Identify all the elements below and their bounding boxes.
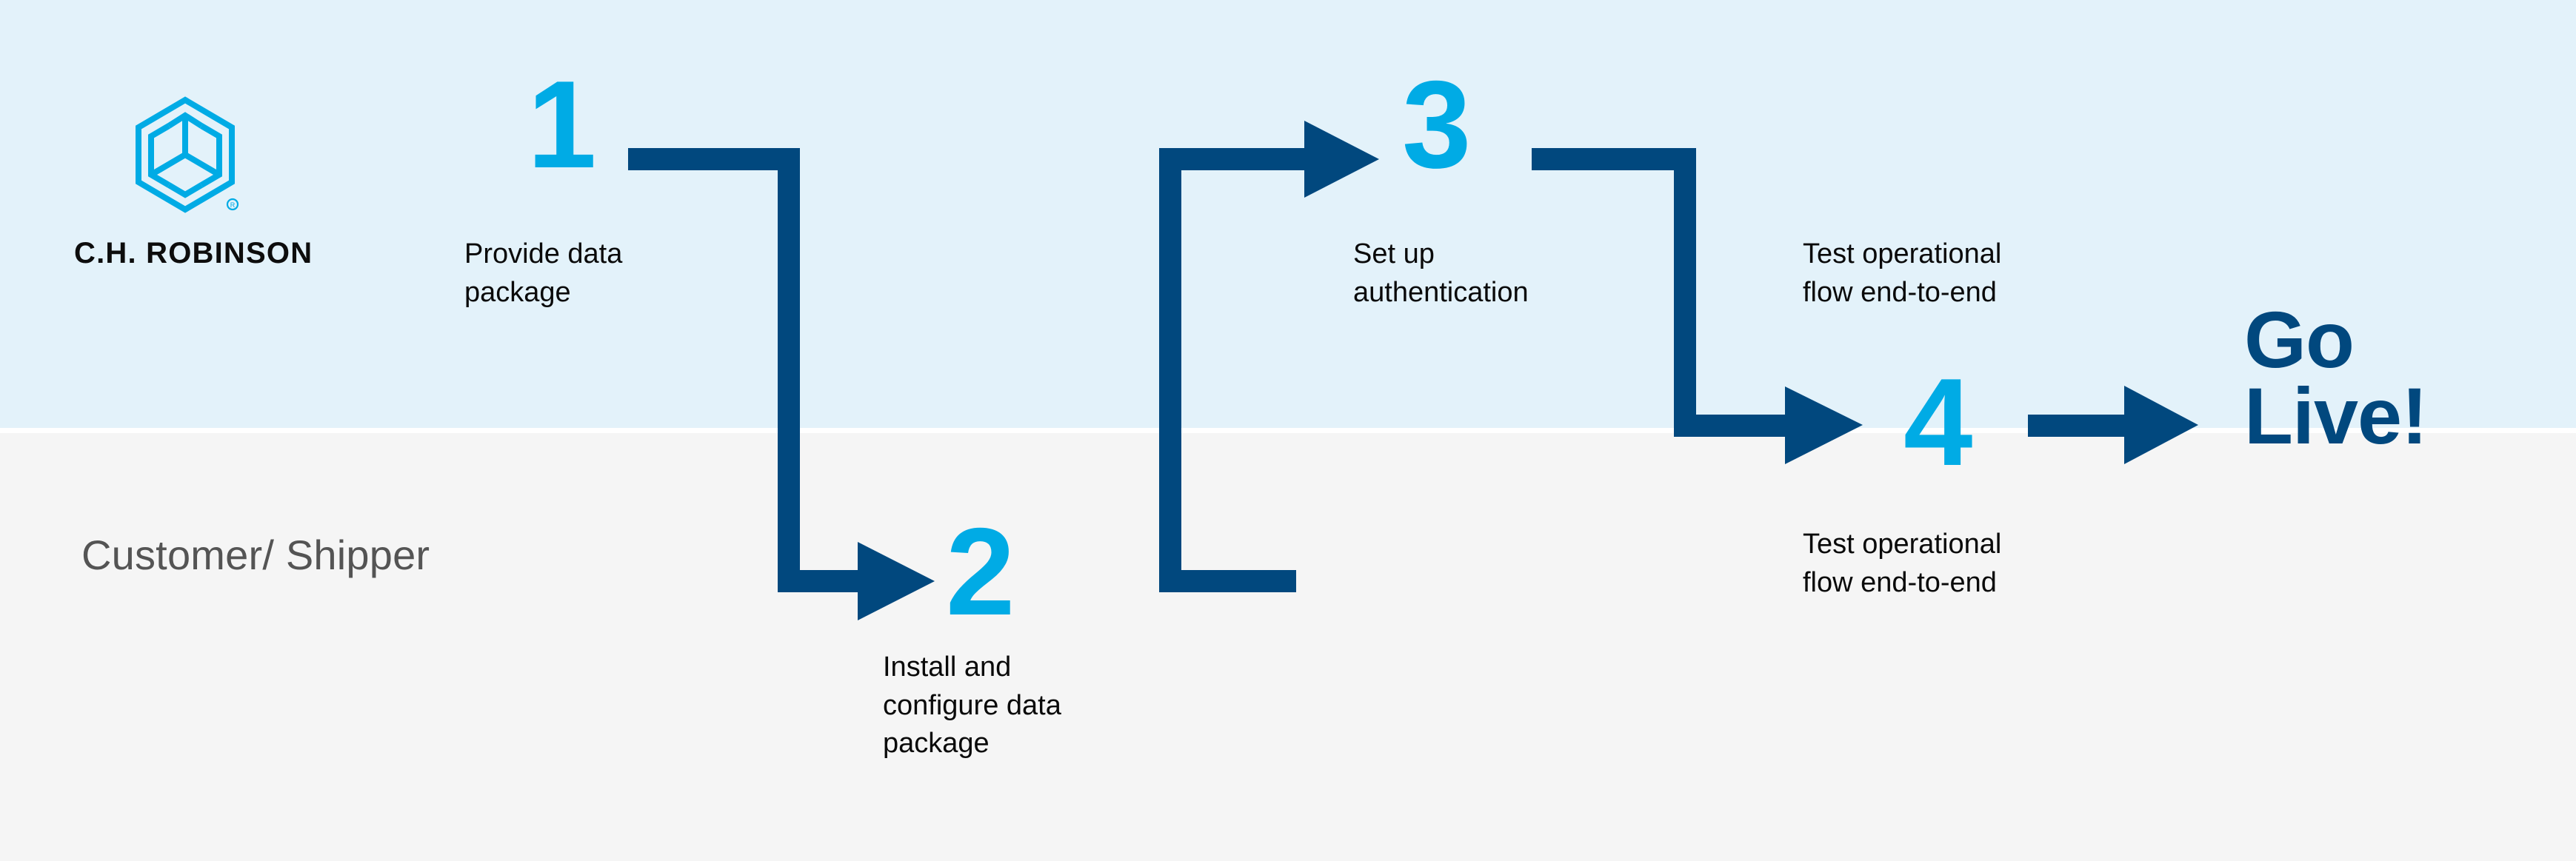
go-live-label: Go Live!	[2244, 295, 2428, 460]
connector-step1-to-step2	[628, 148, 935, 620]
step-caption-1: Provide data package	[464, 238, 623, 308]
step-caption-test-flow-upper: Test operational flow end-to-end	[1803, 238, 2002, 308]
connector-step4-to-golive	[2028, 386, 2198, 464]
step-caption-2: Install and configure data package	[883, 651, 1061, 760]
step-number-3: 3	[1402, 55, 1471, 194]
connector-step3-to-step4	[1532, 148, 1863, 464]
svg-text:R: R	[230, 201, 236, 209]
brand-wordmark: C.H. ROBINSON	[74, 237, 313, 269]
step-number-2: 2	[946, 502, 1015, 641]
step-caption-4: Test operational flow end-to-end	[1803, 529, 2002, 598]
bottom-lane-background	[0, 433, 2576, 861]
connector-step2-to-step3	[1159, 121, 1379, 592]
cube-arrows-hexagon-logo-icon: R	[136, 96, 239, 213]
top-lane-background	[0, 0, 2576, 428]
step-caption-3: Set up authentication	[1353, 238, 1529, 308]
step-number-1: 1	[527, 55, 596, 194]
lane-label-customer-shipper: Customer/ Shipper	[81, 532, 430, 578]
step-number-4: 4	[1903, 352, 1972, 492]
brand-logo-block: R C.H. ROBINSON	[74, 96, 313, 270]
registered-trademark-icon: R	[226, 198, 239, 211]
